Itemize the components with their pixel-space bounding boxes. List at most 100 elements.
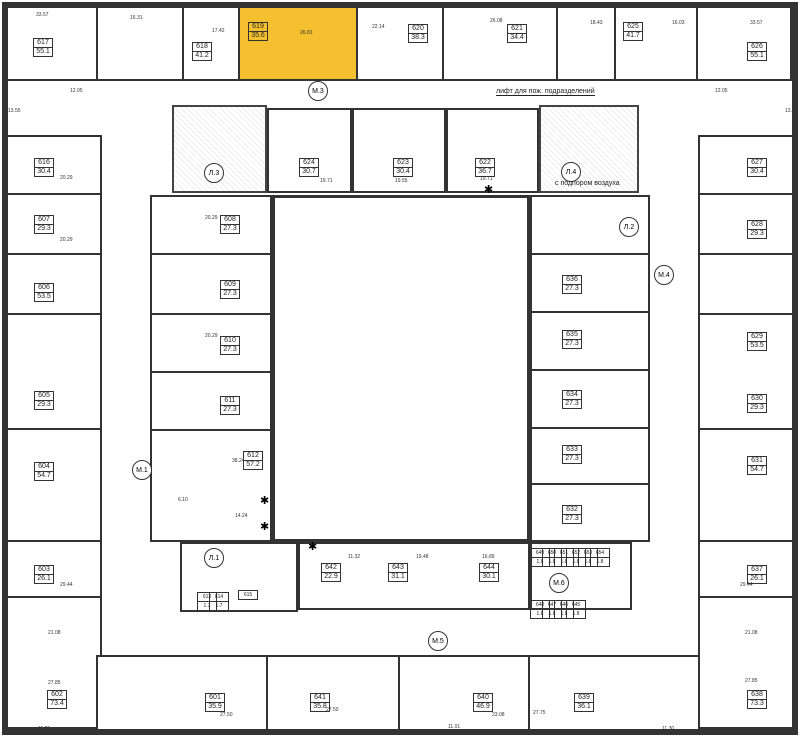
apartment-638	[698, 596, 794, 729]
room-area: 29.44	[740, 582, 753, 588]
apartment-617[interactable]	[6, 6, 98, 81]
apartment-area: 27.3	[562, 340, 582, 349]
apartment-619-highlighted[interactable]	[238, 6, 358, 81]
apartment-625[interactable]	[614, 6, 698, 81]
apartment-634	[530, 369, 650, 429]
room-area: 6.10	[178, 497, 188, 503]
apartment-area: 73.4	[47, 700, 67, 709]
apartment-626[interactable]	[696, 6, 792, 81]
apartment-area: 34.4	[507, 34, 527, 43]
section-tag: М.6	[549, 573, 569, 593]
storage-block	[530, 542, 632, 610]
apartment-number: 616	[34, 158, 54, 168]
apartment-604	[6, 428, 102, 542]
room-area: 18.43	[590, 20, 603, 26]
storage-label-615[interactable]: 615	[238, 590, 258, 600]
apartment-627	[698, 135, 794, 195]
apartment-area: 55.1	[747, 52, 767, 61]
apartment-number: 609	[220, 280, 240, 290]
apartment-number: 603	[34, 565, 54, 575]
inner-top-apartments	[267, 108, 539, 193]
storage-number: 651	[554, 548, 574, 558]
apartment-number: 606	[34, 283, 54, 293]
apartment-area: 22.9	[321, 573, 341, 582]
apartment-area: 55.1	[33, 48, 53, 57]
apartment-number: 626	[747, 42, 767, 52]
storage-area: 1.8	[542, 610, 562, 619]
apartment-number: 633	[562, 445, 582, 455]
apartment-area: 35.9	[205, 703, 225, 712]
storage-number: 615	[238, 590, 258, 600]
room-area: 26.08	[490, 18, 503, 24]
section-tag: Л.3	[204, 163, 224, 183]
apartment-621-room	[556, 6, 616, 81]
apartment-636	[530, 253, 650, 313]
room-area: 19.71	[320, 178, 333, 184]
room-area: 27.85	[48, 680, 61, 686]
room-area: 11.32	[348, 554, 361, 560]
apartment-area: 27.3	[220, 225, 240, 234]
apartment-number: 623	[393, 158, 413, 168]
apartment-629-a	[698, 253, 794, 315]
apartment-area: 26.1	[34, 575, 54, 584]
storage-number: 614	[209, 592, 229, 602]
star-mark: ✱	[260, 521, 270, 533]
apartment-621[interactable]	[442, 6, 558, 81]
apartment-area: 29.3	[747, 404, 767, 413]
apartment-620[interactable]	[356, 6, 444, 81]
